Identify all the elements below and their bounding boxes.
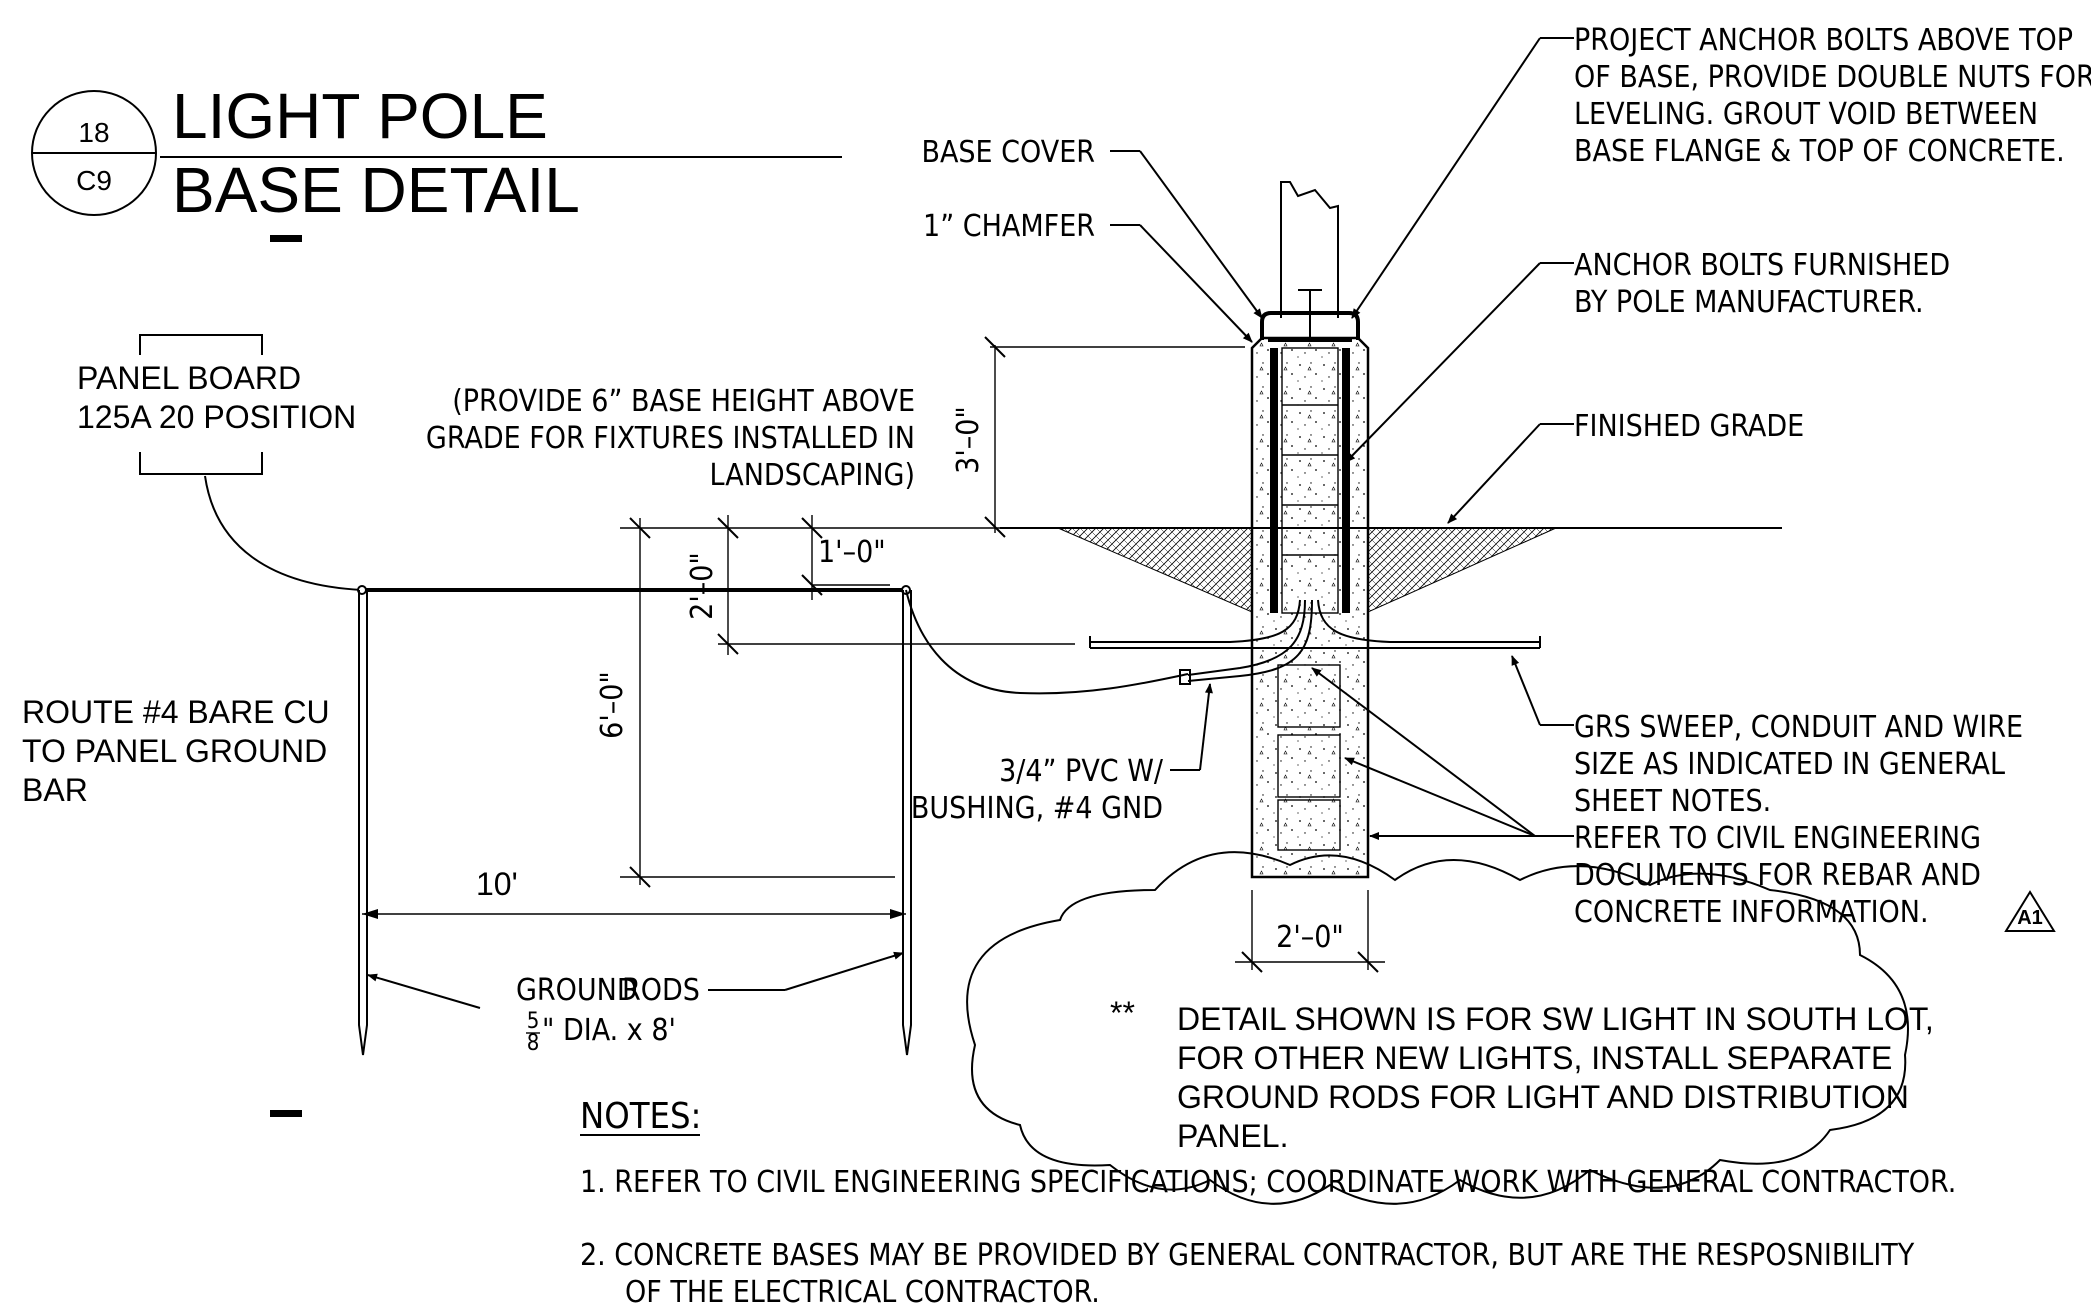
callout-finished-grade: FINISHED GRADE: [1574, 409, 1804, 444]
callout-base-cover: BASE COVER: [921, 135, 1095, 170]
title-line2: BASE DETAIL: [172, 154, 580, 226]
concrete-base: [1250, 336, 1370, 879]
callout-ground-rods-word1: GROUND: [516, 973, 638, 1008]
conduit-sweep: [1089, 599, 1541, 685]
ground-rods: [357, 585, 1189, 1056]
detail-number: 18: [78, 117, 109, 148]
sheet-number: C9: [76, 165, 112, 196]
rod-fraction-numerator: 5: [527, 1009, 540, 1034]
title-tick: [270, 235, 302, 242]
revision-text-3: GROUND RODS FOR LIGHT AND DISTRIBUTION: [1177, 1079, 1909, 1115]
dim-rod-spacing: 10': [476, 866, 518, 902]
title-line1: LIGHT POLE: [172, 80, 548, 152]
pvc-stub: [1187, 599, 1306, 676]
panel-board-line2: 125A 20 POSITION: [77, 399, 356, 435]
revision-text-2: FOR OTHER NEW LIGHTS, INSTALL SEPARATE: [1177, 1040, 1892, 1076]
ground-rod-right: [902, 590, 912, 1056]
route-note-line1: ROUTE #4 BARE CU: [22, 694, 330, 730]
dim-base-depth: 6'–0": [595, 671, 630, 739]
panel-board-line1: PANEL BOARD: [77, 360, 301, 396]
callout-grs-sweep-2: SIZE AS INDICATED IN GENERAL: [1574, 747, 2005, 782]
revision-cloud: A1 ** DETAIL SHOWN IS FOR SW LIGHT IN SO…: [966, 851, 2056, 1205]
callout-anchor-project-1: PROJECT ANCHOR BOLTS ABOVE TOP: [1574, 23, 2073, 58]
dim-above-grade: 3'–0": [951, 406, 986, 474]
note-2-line1: 2. CONCRETE BASES MAY BE PROVIDED BY GEN…: [580, 1238, 1915, 1273]
ground-wire-to-panel: [204, 475, 363, 591]
callout-anchor-furnished-2: BY POLE MANUFACTURER.: [1574, 285, 1924, 320]
pole-shaft: [1280, 181, 1339, 318]
anchor-bolt-left: [1270, 348, 1278, 613]
notes: NOTES: 1. REFER TO CIVIL ENGINEERING SPE…: [270, 1096, 1956, 1310]
revision-text-1: DETAIL SHOWN IS FOR SW LIGHT IN SOUTH LO…: [1177, 1001, 1934, 1037]
title-block: 18 C9 LIGHT POLE BASE DETAIL: [31, 80, 842, 242]
note-2-line2: OF THE ELECTRICAL CONTRACTOR.: [625, 1275, 1100, 1310]
dimensions-left: 6'–0" 2'–0" 1'–0" 10' 3'–0": [362, 336, 1245, 919]
base-height-note-line3: LANDSCAPING): [710, 458, 915, 493]
rod-to-pole-ground-wire: [905, 589, 1189, 695]
rod-fraction-denominator: 8: [527, 1031, 540, 1056]
dim-base-width-group: 2'–0": [1235, 890, 1385, 973]
revision-text-4: PANEL.: [1177, 1118, 1288, 1154]
notes-tick: [270, 1110, 302, 1117]
callout-rod-size: " DIA. x 8': [542, 1013, 676, 1048]
dim-base-width: 2'–0": [1276, 920, 1344, 955]
callout-chamfer: 1” CHAMFER: [923, 209, 1095, 244]
callouts: BASE COVER 1” CHAMFER PROJECT ANCHOR BOL…: [367, 23, 2091, 1056]
callout-anchor-project-2: OF BASE, PROVIDE DOUBLE NUTS FOR: [1574, 60, 2091, 95]
anchor-bolt-right: [1342, 348, 1350, 613]
revision-cloud-outline: [966, 851, 1909, 1205]
route-note-line3: BAR: [22, 772, 88, 808]
dim-conduit-depth: 2'–0": [685, 552, 720, 620]
route-note-line2: TO PANEL GROUND: [22, 733, 327, 769]
revision-triangle: [2004, 890, 2056, 932]
callout-refer-civil-3: CONCRETE INFORMATION.: [1574, 895, 1929, 930]
callout-grs-sweep-1: GRS SWEEP, CONDUIT AND WIRE: [1574, 710, 2023, 745]
base-height-note-line1: (PROVIDE 6” BASE HEIGHT ABOVE: [452, 384, 915, 419]
callout-ground-rods-word2: RODS: [622, 973, 700, 1008]
note-1: 1. REFER TO CIVIL ENGINEERING SPECIFICAT…: [580, 1165, 1956, 1200]
light-pole: [1260, 181, 1360, 342]
revision-marker: **: [1110, 995, 1135, 1031]
dim-rod-offset: 1'–0": [818, 535, 886, 570]
callout-anchor-project-3: LEVELING. GROUT VOID BETWEEN: [1574, 97, 2038, 132]
ground-rod-left: [358, 590, 368, 1056]
callout-anchor-project-4: BASE FLANGE & TOP OF CONCRETE.: [1574, 134, 2065, 169]
callout-pvc-line1: 3/4” PVC W/: [999, 754, 1164, 789]
callout-grs-sweep-3: SHEET NOTES.: [1574, 784, 1771, 819]
panel-board: PANEL BOARD 125A 20 POSITION: [77, 334, 363, 591]
callout-refer-civil-2: DOCUMENTS FOR REBAR AND: [1574, 858, 1981, 893]
notes-heading: NOTES:: [580, 1096, 701, 1137]
callout-anchor-furnished-1: ANCHOR BOLTS FURNISHED: [1574, 248, 1950, 283]
callout-refer-civil-1: REFER TO CIVIL ENGINEERING: [1574, 821, 1981, 856]
base-height-note-line2: GRADE FOR FIXTURES INSTALLED IN: [426, 421, 915, 456]
revision-tag: A1: [2017, 907, 2043, 929]
finished-grade: [1000, 527, 1782, 613]
callout-pvc-line2: BUSHING, #4 GND: [911, 791, 1163, 826]
